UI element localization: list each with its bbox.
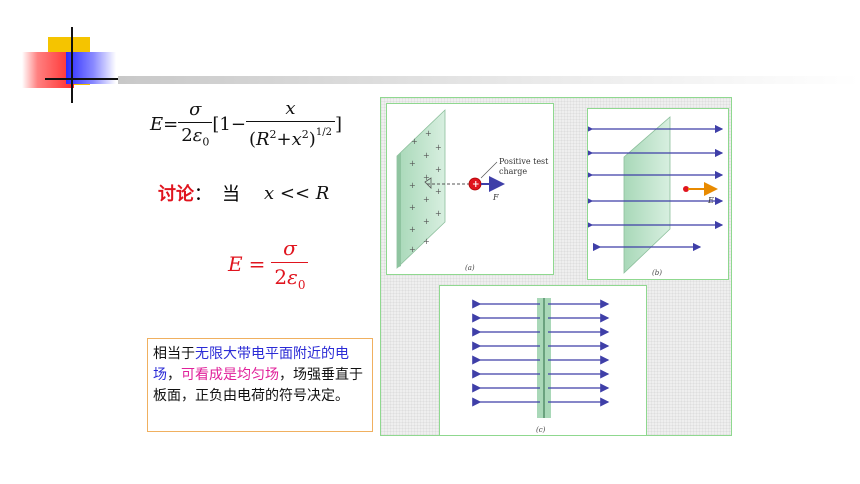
svg-text:+: + bbox=[409, 245, 416, 254]
note-box: 相当于无限大带电平面附近的电场，可看成是均匀场，场强垂直于板面，正负由电荷的符号… bbox=[147, 338, 373, 432]
formula-eq: = bbox=[163, 113, 179, 135]
svg-text:+: + bbox=[409, 159, 416, 168]
figure-c-label: (c) bbox=[536, 426, 546, 434]
field-lines-c bbox=[472, 299, 610, 407]
callout-line-1: Positive test bbox=[499, 157, 549, 166]
limit-numerator: σ bbox=[283, 236, 297, 260]
fraction-denominator-r2x2: (R2+x2)1/2 bbox=[248, 127, 332, 150]
svg-text:+: + bbox=[411, 137, 418, 146]
formula-lhs: E bbox=[150, 113, 164, 135]
svg-text:+: + bbox=[409, 203, 416, 212]
figure-c-svg: (c) bbox=[472, 298, 610, 434]
discussion-line: 讨论 ： 当 x << R bbox=[158, 180, 329, 206]
formula-one: 1 bbox=[219, 113, 231, 135]
limit-fraction: σ 2ε0 bbox=[271, 236, 309, 292]
discussion-condition: x << R bbox=[264, 182, 330, 204]
svg-text:+: + bbox=[435, 209, 442, 218]
fraction-denominator: 2ε0 bbox=[181, 125, 210, 149]
logo-red-gradient bbox=[22, 52, 74, 88]
figure-b-label: (b) bbox=[652, 269, 662, 277]
svg-text:+: + bbox=[423, 173, 430, 182]
svg-text:+: + bbox=[423, 237, 430, 246]
svg-text:+: + bbox=[409, 225, 416, 234]
discussion-when: 当 bbox=[222, 184, 240, 205]
header-rule bbox=[118, 76, 860, 84]
logo-horizontal-line bbox=[45, 78, 125, 80]
force-label: F bbox=[492, 193, 499, 202]
svg-text:+: + bbox=[423, 195, 430, 204]
figure-b: E (b) bbox=[584, 108, 729, 280]
limit-eq: = bbox=[248, 252, 266, 276]
charged-plate-b bbox=[623, 116, 671, 274]
svg-text:+: + bbox=[435, 187, 442, 196]
figure-c: (c) bbox=[439, 285, 647, 436]
figure-a-label: (a) bbox=[465, 264, 475, 272]
formula-minus: − bbox=[230, 113, 246, 135]
limit-lhs: E bbox=[228, 252, 243, 276]
note-text-3: ， bbox=[167, 367, 181, 383]
bracket-open: [ bbox=[212, 113, 220, 135]
figure-panel: ++ +++ +++ +++ +++ ++ + F Positive test … bbox=[380, 97, 732, 436]
formula-fraction-x: x (R2+x2)1/2 bbox=[245, 98, 335, 150]
note-text-5: ，场强垂直于板面，正负由电荷的符号决定。 bbox=[153, 367, 363, 404]
svg-text:+: + bbox=[425, 129, 432, 138]
note-text-magenta: 可看成是均匀场 bbox=[181, 367, 279, 383]
figure-a: ++ +++ +++ +++ +++ ++ + F Positive test … bbox=[386, 103, 554, 275]
discussion-colon: ： bbox=[194, 184, 212, 205]
field-lines-b bbox=[584, 124, 724, 252]
figure-b-svg: E (b) bbox=[584, 116, 724, 277]
bracket-close: ] bbox=[334, 113, 342, 135]
note-text-1: 相当于 bbox=[153, 346, 195, 362]
formula-main: E = σ 2ε0 [ 1 − x (R2+x2)1/2 ] bbox=[150, 98, 342, 150]
callout-line-2: charge bbox=[499, 167, 527, 176]
svg-text:+: + bbox=[435, 165, 442, 174]
formula-fraction-sigma: σ 2ε0 bbox=[178, 99, 213, 149]
fraction-numerator-x: x bbox=[285, 98, 296, 119]
fraction-numerator: σ bbox=[189, 99, 202, 121]
limit-denominator: 2ε0 bbox=[274, 265, 306, 292]
svg-text:+: + bbox=[423, 217, 430, 226]
note-text-blue: 无限大带电平面附近的电场 bbox=[153, 346, 349, 383]
svg-text:+: + bbox=[409, 181, 416, 190]
charge-sign: + bbox=[472, 180, 480, 190]
figure-a-svg: ++ +++ +++ +++ +++ ++ + F Positive test … bbox=[396, 109, 549, 272]
svg-text:+: + bbox=[435, 143, 442, 152]
discussion-label: 讨论 bbox=[158, 184, 194, 205]
field-label-e: E bbox=[707, 196, 714, 205]
logo-vertical-line bbox=[71, 27, 73, 103]
formula-limit: E = σ 2ε0 bbox=[228, 236, 309, 292]
svg-text:+: + bbox=[423, 151, 430, 160]
